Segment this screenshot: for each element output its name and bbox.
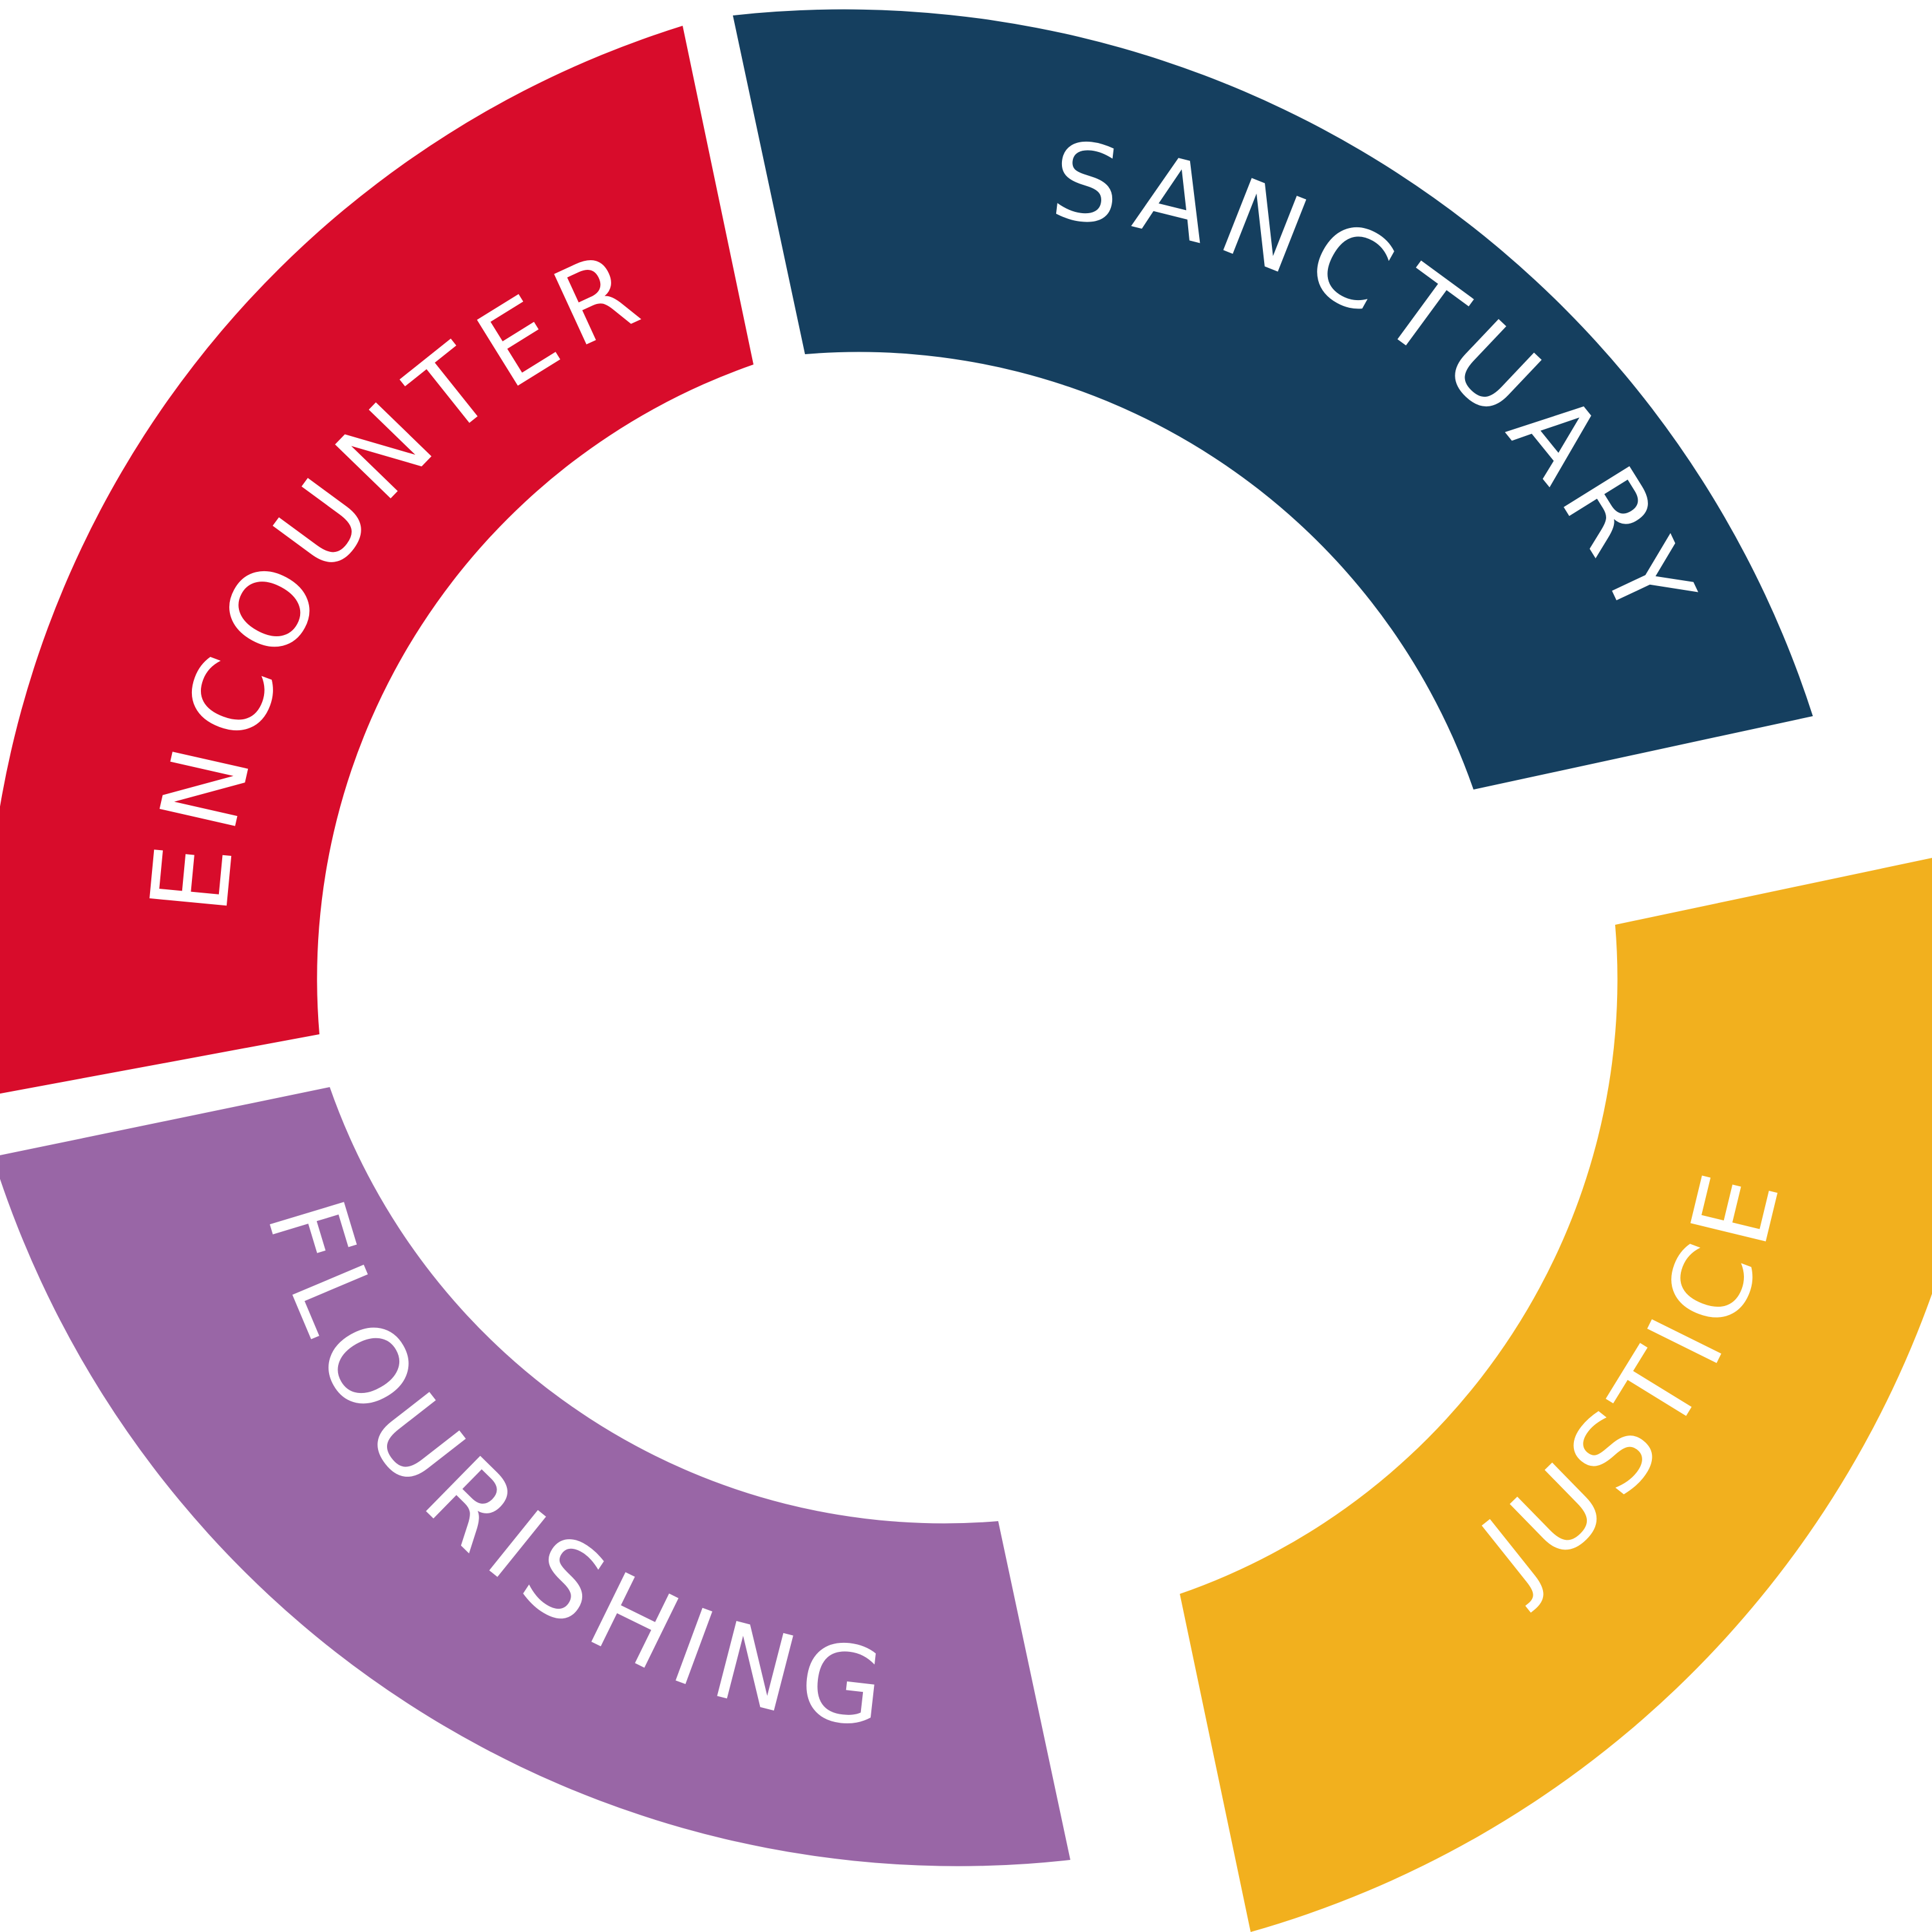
segment-encounter-arc [0,26,753,1094]
segment-justice-arc [1180,858,1932,1932]
segment-justice: JUSTICE [1180,858,1932,1932]
segment-flourishing-arc [0,1087,1070,1866]
segment-flourishing: FLOURISHING [0,1087,1070,1866]
segment-encounter: ENCOUNTER [0,26,753,1094]
segment-sanctuary: SANCTUARY [733,9,1813,790]
segment-sanctuary-arc [733,9,1813,790]
